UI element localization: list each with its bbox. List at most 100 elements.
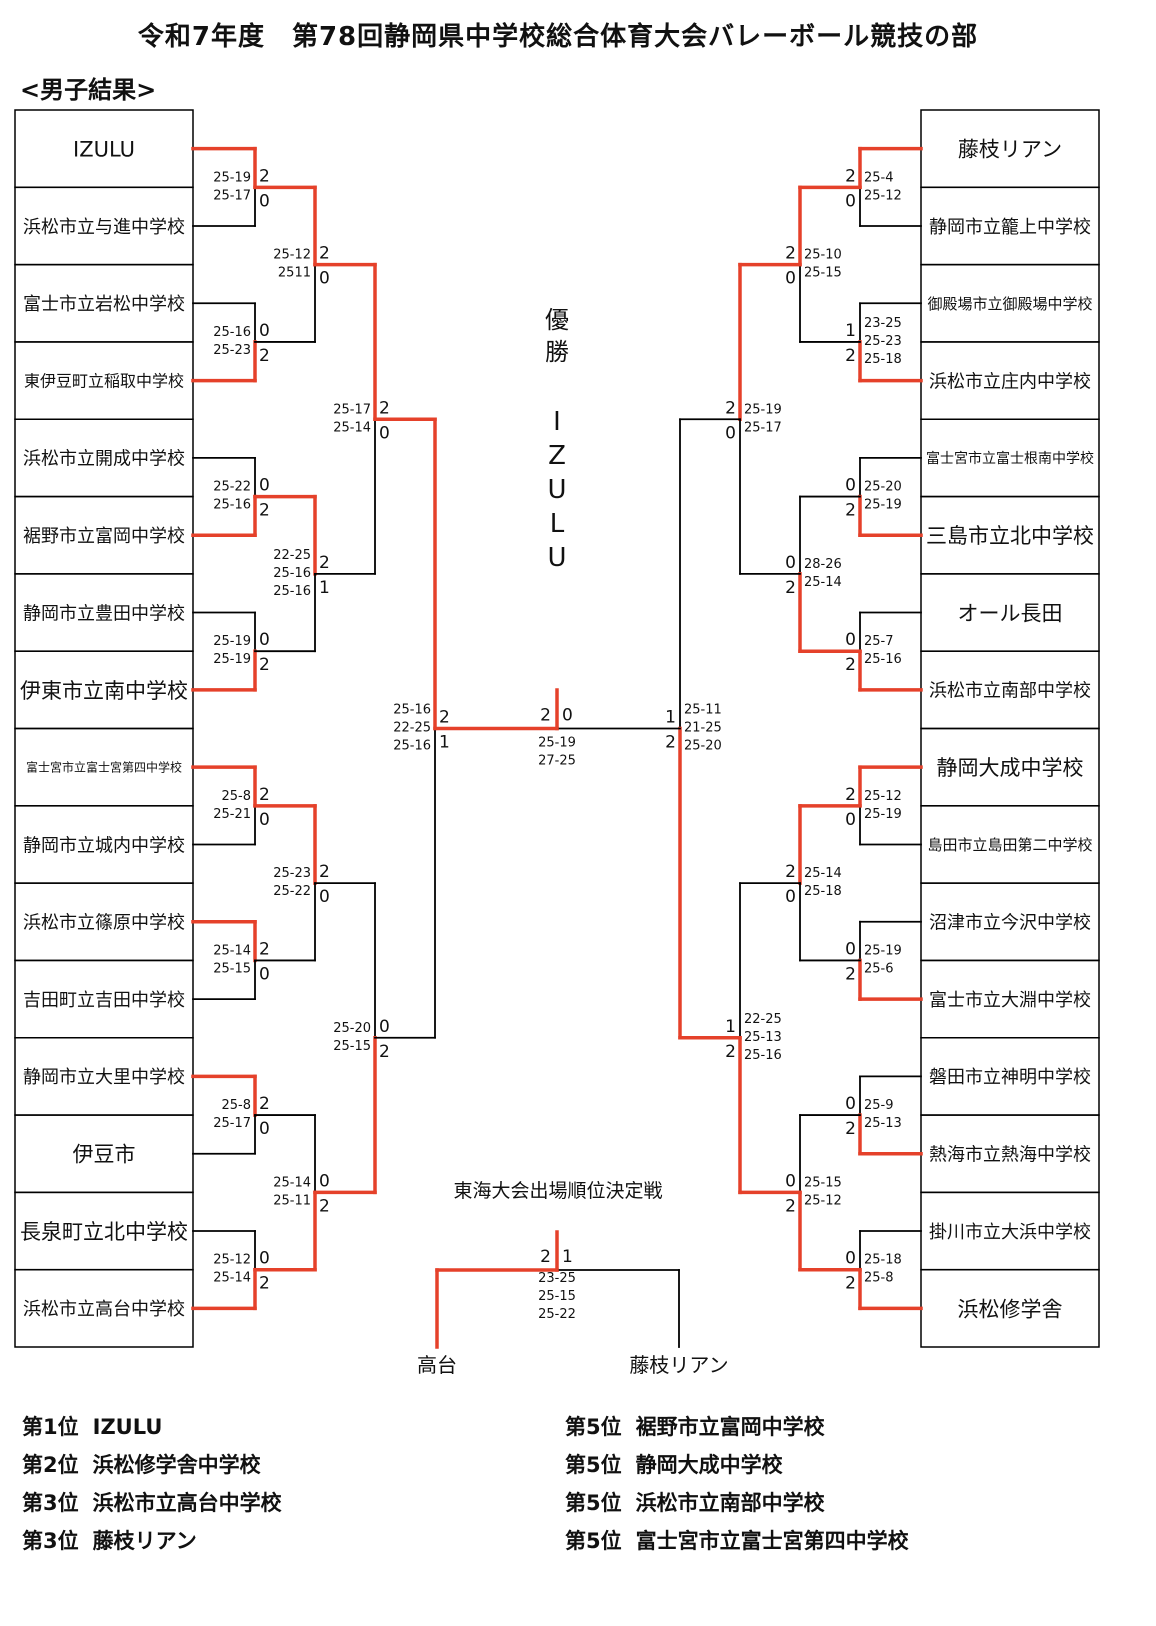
set-count-top: 0 — [259, 321, 270, 341]
result-rank: 第5位 — [565, 1491, 622, 1515]
set-count-top: 2 — [845, 785, 856, 805]
final-set-count-left: 2 — [540, 706, 551, 726]
set-score: 25-14 — [213, 1271, 251, 1286]
set-score: 25-4 — [864, 170, 894, 185]
set-count-bottom: 0 — [319, 887, 330, 907]
champion-name: Z — [548, 441, 566, 471]
final-score: 27-25 — [538, 754, 576, 769]
team-name: 吉田町立吉田中学校 — [23, 990, 185, 1011]
team-name: 伊豆市 — [73, 1143, 136, 1167]
placement-score: 23-25 — [538, 1271, 576, 1286]
set-score: 25-23 — [273, 866, 311, 881]
set-count-bottom: 2 — [845, 655, 856, 675]
set-count-top: 0 — [845, 630, 856, 650]
set-count-top: 0 — [785, 1171, 796, 1191]
set-count-bottom: 0 — [259, 964, 270, 984]
set-count-top: 2 — [259, 785, 270, 805]
result-row: 第5位富士宮市立富士宮第四中学校 — [565, 1522, 909, 1560]
result-team: 藤枝リアン — [92, 1529, 197, 1553]
set-score: 25-14 — [804, 866, 842, 881]
champion-name: I — [553, 407, 561, 437]
set-score: 22-25 — [744, 1012, 782, 1027]
team-name: 浜松市立庄内中学校 — [929, 371, 1091, 392]
team-name: IZULU — [73, 138, 135, 162]
set-count-bottom: 2 — [259, 501, 270, 521]
set-score: 25-15 — [213, 961, 251, 976]
set-score: 25-16 — [744, 1048, 782, 1063]
set-score: 25-15 — [333, 1039, 371, 1054]
result-rank: 第5位 — [565, 1453, 622, 1477]
set-score: 25-13 — [864, 1116, 902, 1131]
result-team: IZULU — [92, 1415, 163, 1439]
set-count-top: 2 — [785, 862, 796, 882]
section-subtitle: <男子結果> — [20, 76, 157, 104]
team-name: 静岡市立大里中学校 — [23, 1067, 185, 1088]
set-count-bottom: 2 — [845, 501, 856, 521]
set-score: 25-16 — [864, 652, 902, 667]
placement-set-count-right: 1 — [562, 1247, 573, 1267]
set-count-top: 2 — [259, 939, 270, 959]
team-name: 掛川市立大浜中学校 — [929, 1222, 1091, 1243]
set-score: 25-19 — [213, 634, 251, 649]
set-count-bottom: 0 — [379, 423, 390, 443]
placement-team-right: 藤枝リアン — [629, 1353, 728, 1377]
set-score: 25-16 — [213, 498, 251, 513]
set-score: 25-19 — [864, 943, 902, 958]
set-count-top: 0 — [845, 1249, 856, 1269]
set-count-bottom: 0 — [785, 887, 796, 907]
set-score: 25-14 — [333, 420, 371, 435]
team-name: 沼津市立今沢中学校 — [929, 913, 1091, 934]
champion-name: U — [547, 543, 566, 573]
team-name: 静岡市立籠上中学校 — [929, 217, 1091, 238]
result-row: 第1位 IZULU — [22, 1408, 282, 1446]
set-score: 25-8 — [221, 789, 251, 804]
set-score: 25-19 — [213, 652, 251, 667]
set-score: 25-17 — [213, 188, 251, 203]
set-count-top: 2 — [845, 166, 856, 186]
set-count-bottom: 2 — [845, 964, 856, 984]
set-count-top: 0 — [785, 553, 796, 573]
team-name: 磐田市立神明中学校 — [929, 1067, 1091, 1088]
set-count-bottom: 0 — [319, 269, 330, 289]
set-score: 25-16 — [213, 325, 251, 340]
set-score: 25-10 — [804, 248, 842, 263]
page-title: 令和7年度 第78回静岡県中学校総合体育大会バレーボール競技の部 — [137, 22, 979, 52]
team-name: 島田市立島田第二中学校 — [927, 836, 1092, 854]
team-name: 浜松市立高台中学校 — [23, 1299, 185, 1320]
set-count-bottom: 1 — [439, 733, 450, 753]
set-count-bottom: 2 — [845, 346, 856, 366]
set-score: 25-17 — [744, 420, 782, 435]
set-score: 25-19 — [213, 170, 251, 185]
result-row: 第3位藤枝リアン — [22, 1522, 282, 1560]
set-score: 21-25 — [684, 721, 722, 736]
team-name: 浜松市立篠原中学校 — [23, 913, 185, 934]
set-score: 22-25 — [273, 548, 311, 563]
set-count-bottom: 2 — [259, 655, 270, 675]
result-rank: 第1位 — [22, 1415, 79, 1439]
results-right: 第5位裾野市立富岡中学校 第5位静岡大成中学校 第5位浜松市立南部中学校 第5位… — [565, 1408, 909, 1560]
set-count-top: 2 — [259, 166, 270, 186]
team-name: 静岡大成中学校 — [937, 756, 1084, 780]
team-name: 浜松市立南部中学校 — [929, 681, 1091, 702]
set-count-top: 0 — [845, 939, 856, 959]
team-name: 藤枝リアン — [958, 138, 1062, 162]
set-score: 25-16 — [393, 739, 431, 754]
set-count-bottom: 0 — [259, 810, 270, 830]
result-rank: 第2位 — [22, 1453, 79, 1477]
final-set-count-right: 0 — [562, 706, 573, 726]
set-score: 25-14 — [273, 1175, 311, 1190]
result-row: 第3位浜松市立高台中学校 — [22, 1484, 282, 1522]
set-count-top: 0 — [379, 1017, 390, 1037]
set-score: 25-22 — [273, 884, 311, 899]
set-score: 25-16 — [273, 566, 311, 581]
team-name: 裾野市立富岡中学校 — [23, 526, 185, 547]
champion-name: L — [550, 509, 565, 539]
team-name: 伊東市立南中学校 — [20, 679, 188, 703]
placement-score: 25-22 — [538, 1307, 576, 1322]
set-count-top: 2 — [319, 553, 330, 573]
set-count-bottom: 0 — [785, 269, 796, 289]
set-score: 25-23 — [213, 343, 251, 358]
set-count-top: 2 — [259, 1094, 270, 1114]
set-count-top: 0 — [845, 1094, 856, 1114]
